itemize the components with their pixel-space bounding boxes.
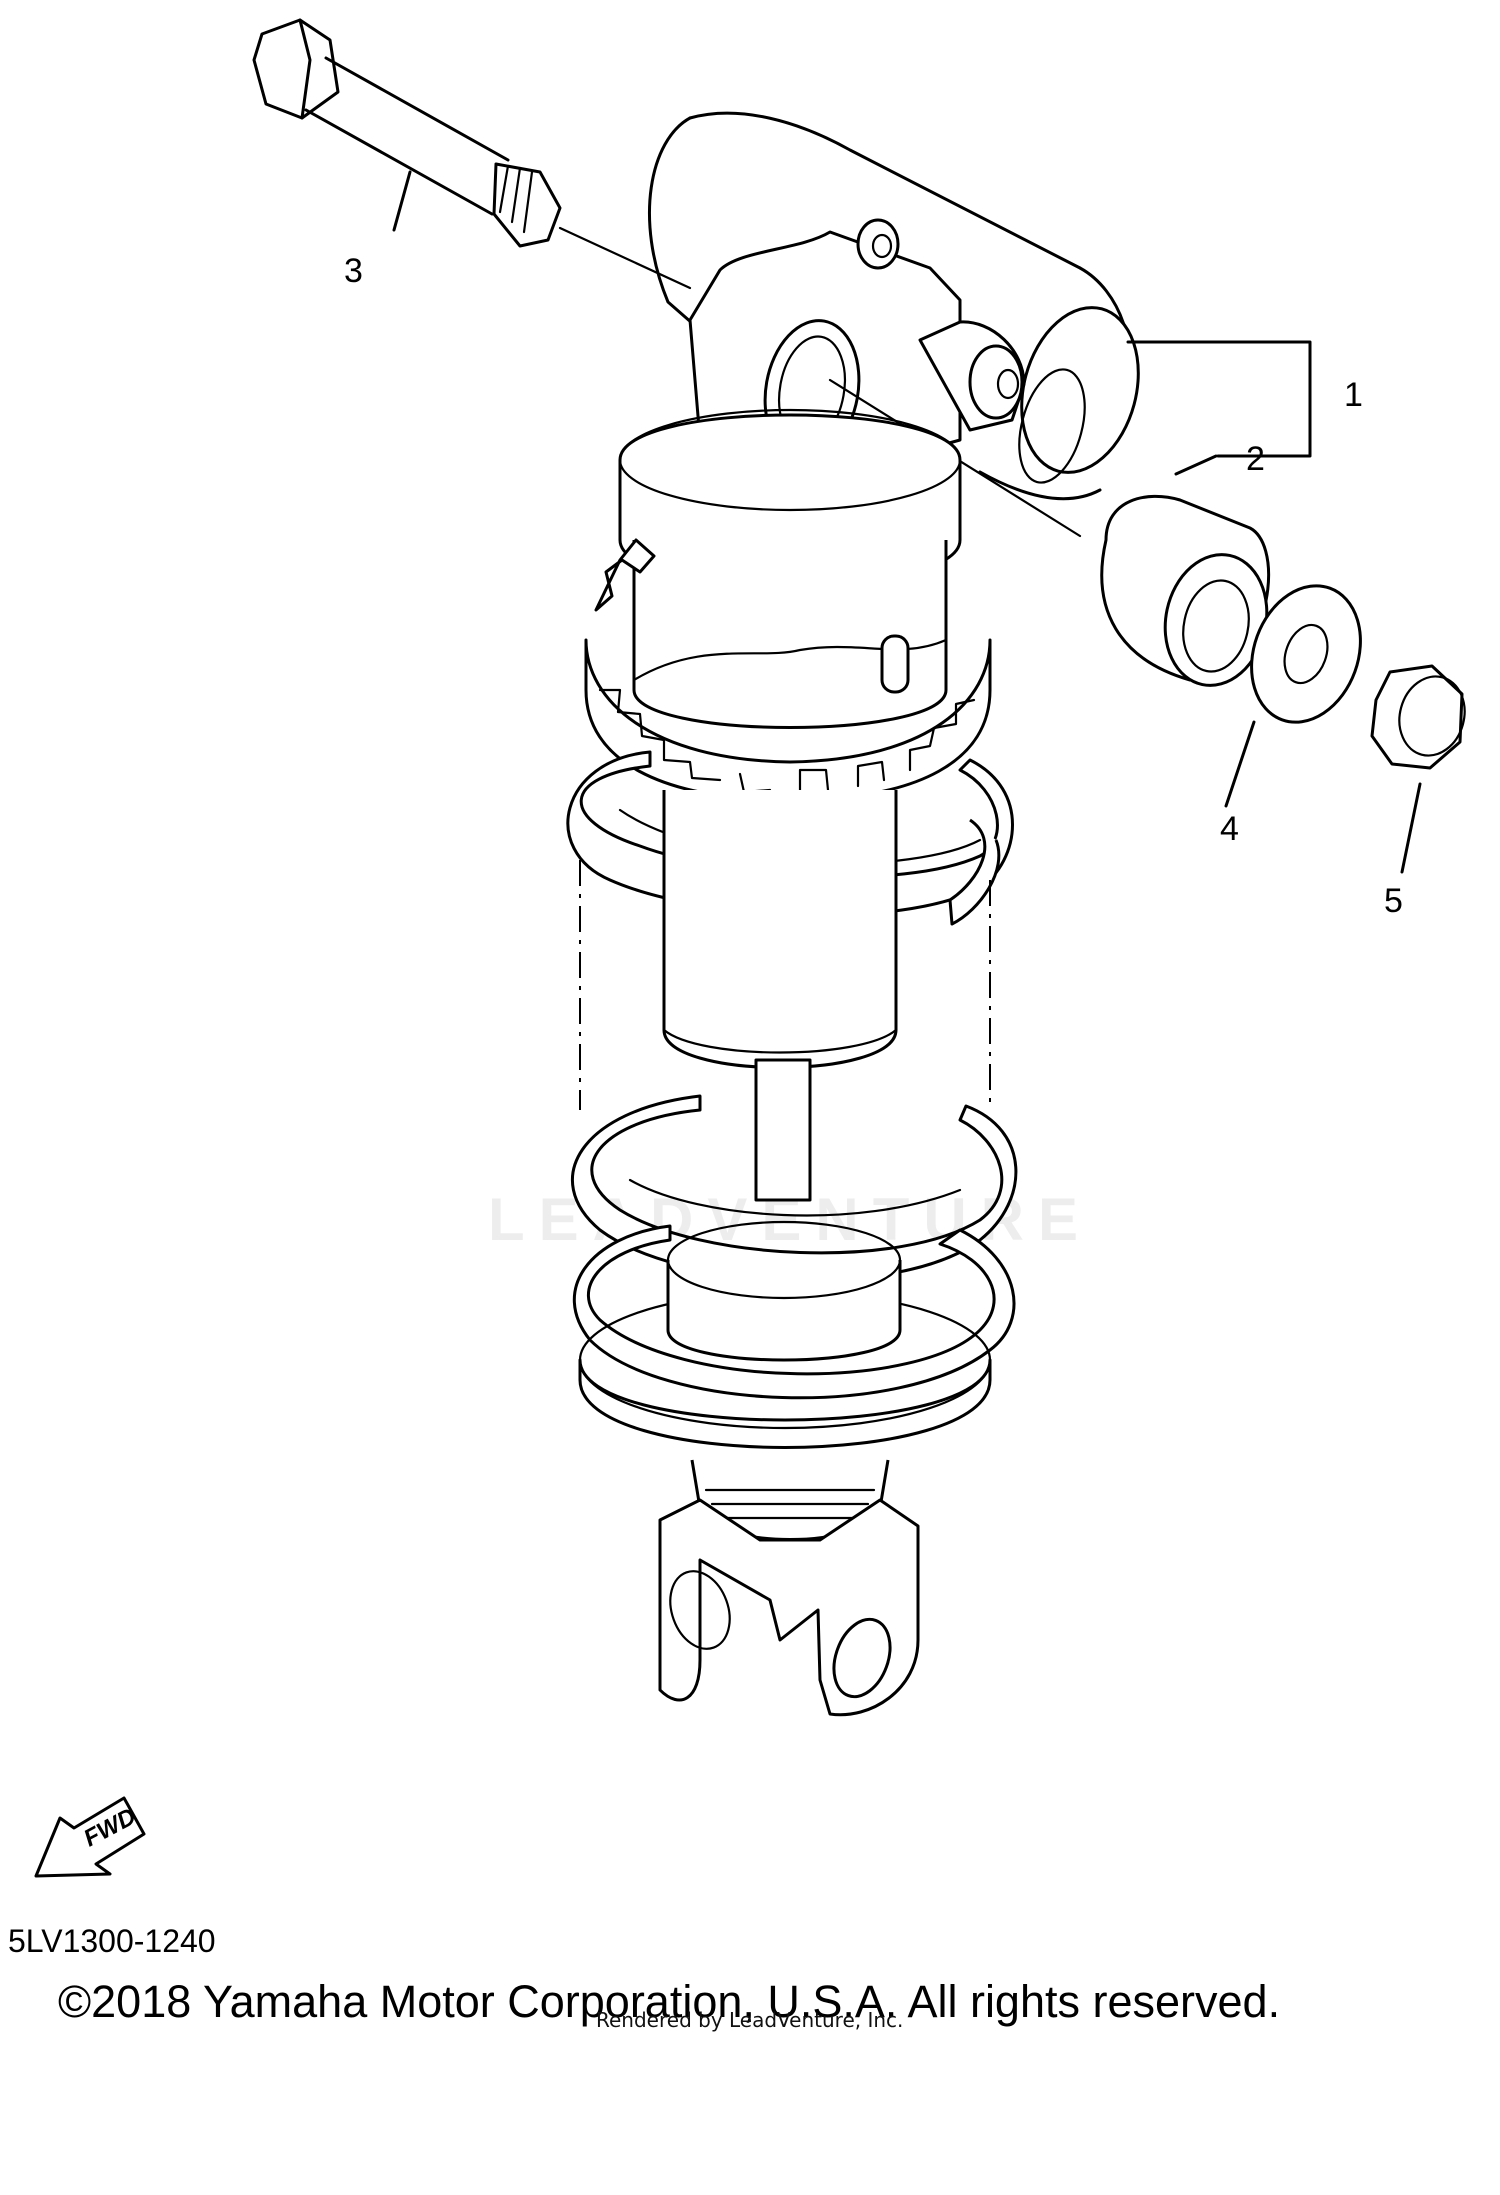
- spring-middle: [571, 1094, 1018, 1282]
- leader-line-2: [1174, 454, 1218, 476]
- callout-5: 5: [1384, 882, 1403, 920]
- bolt-axis-line: [558, 226, 692, 290]
- reservoir-body: [648, 111, 1140, 501]
- diagram-code: 5LV1300-1240: [8, 1923, 216, 1959]
- fwd-arrow-icon: FWD: [34, 1796, 146, 1878]
- upper-cylinder: [584, 408, 992, 802]
- shock-body: [662, 790, 898, 1069]
- leader-line-1: [1126, 340, 1312, 458]
- leader-line-5: [1400, 782, 1422, 874]
- bolt-part-3[interactable]: [252, 18, 562, 248]
- spring-lower: [572, 1220, 1016, 1449]
- leader-line-4: [1224, 720, 1256, 808]
- piston-rod: [754, 1058, 812, 1202]
- callout-4: 4: [1220, 810, 1239, 848]
- callout-2: 2: [1246, 440, 1265, 478]
- callout-3: 3: [344, 252, 363, 290]
- callout-1: 1: [1344, 376, 1363, 414]
- leader-line-3: [392, 170, 412, 232]
- nut-part-5[interactable]: [1370, 664, 1473, 770]
- lower-clevis-mount: [658, 1459, 920, 1717]
- rendered-by-notice: Rendered by LeadVenture, Inc.: [596, 2008, 904, 2032]
- copyright-notice: ©2018 Yamaha Motor Corporation, U.S.A. A…: [58, 1976, 1281, 2027]
- collar-part-2[interactable]: [1100, 494, 1279, 695]
- washer-part-4[interactable]: [1233, 570, 1379, 737]
